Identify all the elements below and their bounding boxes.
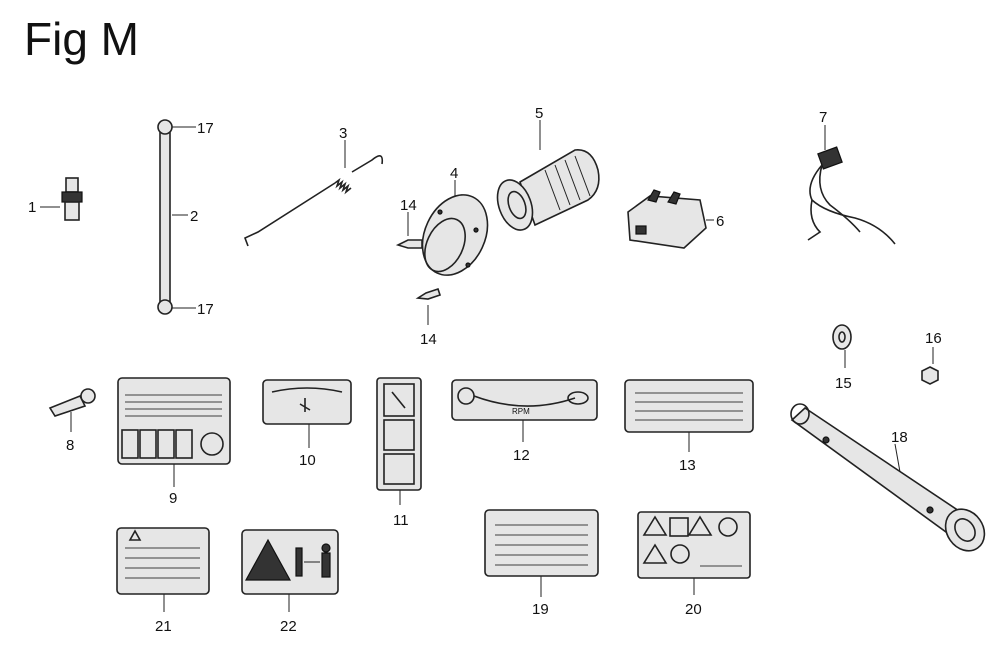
callout-14-upper: 14 — [400, 197, 417, 214]
part-10-label: 10 — [262, 379, 352, 469]
part-21-label: 21 — [116, 527, 210, 635]
part-7-wire-harness: 7 — [807, 109, 896, 245]
rpm-text: RPM — [512, 407, 530, 416]
part-4-cover: 4 14 14 — [395, 165, 489, 348]
callout-21: 21 — [155, 618, 172, 635]
callout-10: 10 — [299, 452, 316, 469]
part-16-nut: 16 — [921, 330, 942, 385]
part-9-label: 9 — [117, 377, 231, 507]
callout-8: 8 — [66, 437, 74, 454]
part-22-safety-label: 22 — [241, 529, 339, 635]
part-19-label: 19 — [484, 509, 599, 618]
callout-14-lower: 14 — [420, 331, 437, 348]
callout-22: 22 — [280, 618, 297, 635]
callout-17-bottom: 17 — [197, 301, 214, 318]
part-20-warning-label: 20 — [637, 511, 751, 618]
callout-6: 6 — [716, 213, 724, 230]
part-15-washer: 15 — [832, 324, 852, 392]
part-8-clip: 8 — [48, 388, 96, 454]
part-11-label: 11 — [376, 377, 422, 529]
callout-17-top: 17 — [197, 120, 214, 137]
callout-19: 19 — [532, 601, 549, 618]
callout-2: 2 — [190, 208, 198, 225]
callout-3: 3 — [339, 125, 347, 142]
callout-7: 7 — [819, 109, 827, 126]
callout-13: 13 — [679, 457, 696, 474]
part-13-label: 13 — [624, 379, 754, 474]
part-12-label: RPM 12 — [451, 379, 598, 464]
callout-4: 4 — [450, 165, 458, 182]
callout-16: 16 — [925, 330, 942, 347]
figure-title: Fig M — [24, 13, 139, 65]
part-5-grip: 5 — [496, 105, 600, 231]
callout-12: 12 — [513, 447, 530, 464]
callout-5: 5 — [535, 105, 543, 122]
callout-20: 20 — [685, 601, 702, 618]
part-6-switch-block: 6 — [627, 189, 724, 249]
callout-11: 11 — [393, 512, 409, 529]
callout-9: 9 — [169, 490, 177, 507]
callout-1: 1 — [28, 199, 36, 216]
part-18-box-wrench: 18 — [790, 403, 986, 552]
part-3-spring-wire: 3 — [243, 125, 384, 247]
part-2-rod: 2 17 17 — [157, 119, 214, 318]
callout-15: 15 — [835, 375, 852, 392]
callout-18: 18 — [891, 429, 908, 446]
part-1-spark-plug: 1 — [28, 177, 83, 221]
